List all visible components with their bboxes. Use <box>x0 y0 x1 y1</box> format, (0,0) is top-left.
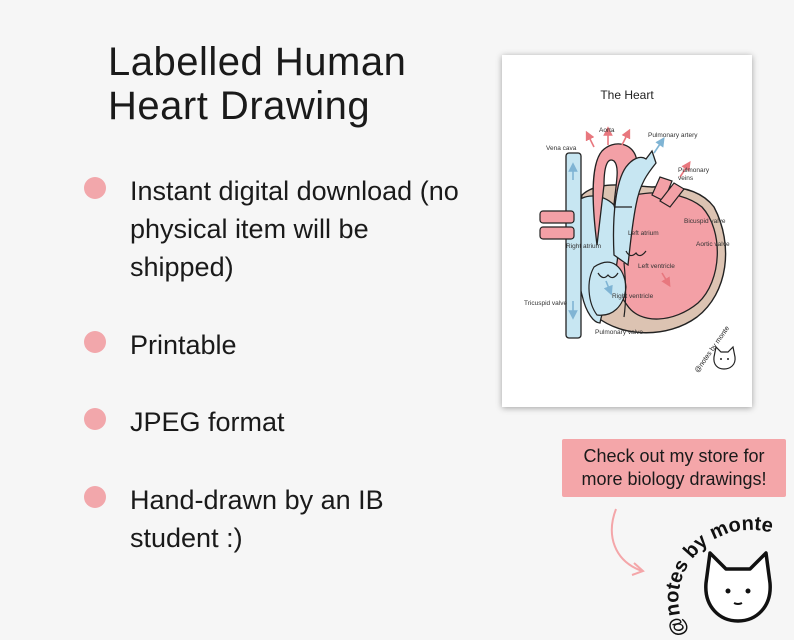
tricuspid-valve-shape <box>597 272 619 279</box>
flow-arrow <box>679 161 691 178</box>
label-aorta: Aorta <box>599 127 615 134</box>
label-left-ventricle: Left ventricle <box>638 263 675 270</box>
label-bicuspid-valve: Bicuspid valve <box>684 218 726 225</box>
vena-cava <box>565 152 582 339</box>
heart-diagram: The Heart <box>524 88 736 374</box>
pulmonary-vein-right-1 <box>651 176 673 202</box>
page-title: Labelled Human Heart Drawing <box>108 40 407 128</box>
pulmonary-artery <box>612 149 657 267</box>
flow-arrow <box>603 280 613 296</box>
poster-heading: The Heart <box>600 88 654 102</box>
pulmonary-vein-right-2 <box>659 182 685 208</box>
feature-text: JPEG format <box>130 407 285 437</box>
feature-text: Instant digital download (no physical it… <box>130 176 459 282</box>
label-pulmonary-veins-2: veins <box>678 175 694 182</box>
pulmonary-vein-left-2 <box>539 226 575 240</box>
pulmonary-vein-left-1 <box>539 210 575 224</box>
flow-arrow <box>621 128 631 146</box>
cat-logo-icon <box>704 551 772 623</box>
feature-item: Printable <box>84 326 475 364</box>
feature-item: JPEG format <box>84 403 475 441</box>
flow-arrow <box>585 130 595 148</box>
label-pulmonary-artery: Pulmonary artery <box>648 132 698 139</box>
label-vena-cava: Vena cava <box>546 145 577 152</box>
label-right-atrium: Right atrium <box>566 243 601 250</box>
flow-arrow <box>661 272 671 288</box>
bullet-dot-icon <box>84 486 106 508</box>
curved-arrow-icon <box>610 508 643 572</box>
promo-banner: Check out my store for more biology draw… <box>562 439 786 497</box>
label-aortic-valve: Aortic valve <box>696 241 730 248</box>
bicuspid-valve-shape <box>625 250 647 257</box>
feature-item: Instant digital download (no physical it… <box>84 172 475 286</box>
brand-logo: @notes by monte <box>596 505 794 640</box>
flow-arrow <box>653 137 665 154</box>
poster-preview: The Heart <box>502 55 752 407</box>
bullet-dot-icon <box>84 177 106 199</box>
brand-logo-svg: @notes by monte <box>610 508 775 640</box>
label-pulmonary-veins-1: Pulmonary <box>678 167 710 174</box>
label-tricuspid-valve: Tricuspid valve <box>524 300 567 307</box>
bullet-dot-icon <box>84 408 106 430</box>
label-right-ventricle: Right ventricle <box>612 293 654 300</box>
label-pulmonary-valve: Pulmonary valve <box>595 329 643 336</box>
septum <box>623 262 627 318</box>
cat-icon <box>713 345 736 370</box>
feature-text: Hand-drawn by an IB student :) <box>130 485 384 553</box>
label-left-atrium: Left atrium <box>628 230 659 237</box>
arrow-head-icon <box>631 562 645 576</box>
feature-item: Hand-drawn by an IB student :) <box>84 481 475 557</box>
bullet-dot-icon <box>84 331 106 353</box>
feature-text: Printable <box>130 330 237 360</box>
